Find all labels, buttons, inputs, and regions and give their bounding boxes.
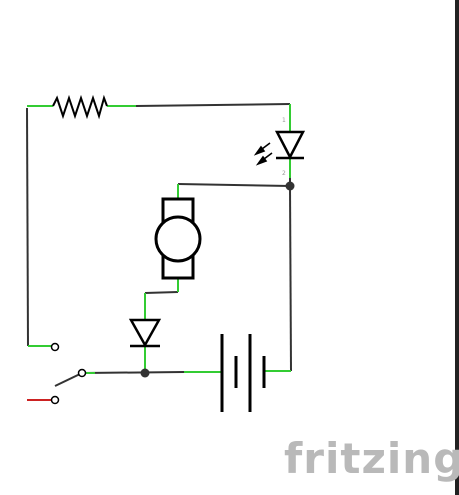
junction-dot[interactable] — [285, 181, 295, 191]
led-pin2-label: 2 — [282, 170, 286, 177]
junctions — [140, 181, 295, 378]
canvas-edge — [455, 0, 459, 495]
led[interactable]: 1 2 — [253, 117, 306, 177]
diode[interactable] — [128, 318, 162, 348]
dc-motor[interactable] — [154, 197, 202, 280]
switch-lever[interactable] — [54, 373, 81, 387]
led-light-arrows-icon — [253, 142, 273, 166]
led-pin1-label: 1 — [282, 117, 286, 124]
battery[interactable] — [220, 334, 266, 412]
wire-bottom[interactable] — [83, 371, 185, 374]
wire-top[interactable] — [135, 103, 291, 107]
switch[interactable] — [50, 342, 87, 405]
junction-dot[interactable] — [140, 368, 150, 378]
wire-junction-motor[interactable] — [177, 183, 291, 187]
wires — [26, 103, 292, 387]
connector-ends — [27, 104, 291, 374]
wire-motor-diode[interactable] — [144, 291, 179, 294]
resistor[interactable] — [52, 94, 108, 120]
fritzing-watermark: fritzing — [284, 434, 459, 483]
wire-right[interactable] — [289, 185, 292, 372]
wire-left[interactable] — [26, 107, 29, 347]
